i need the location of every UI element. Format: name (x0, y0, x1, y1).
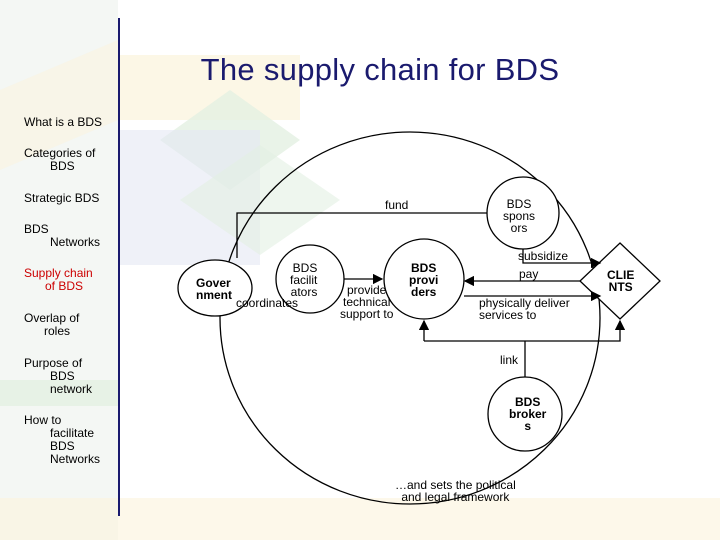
nav-label: BDS (50, 369, 75, 383)
nav-label: BDS (24, 222, 49, 236)
provide-technical-label: provide technical support to (340, 283, 394, 321)
nav-label: How to (24, 413, 62, 427)
bds-facilitators-label: BDS facilit ators (290, 261, 318, 299)
link-label: link (500, 353, 519, 367)
clients-label: CLIE NTS (607, 268, 635, 294)
nav-label: BDS (50, 159, 75, 173)
fund-line (236, 212, 487, 258)
bds-providers-label: BDS provi ders (409, 261, 439, 299)
nav-label: Purpose of (24, 356, 83, 370)
nav-item-what-is-bds[interactable]: What is a BDS (24, 116, 102, 129)
nav-label: Strategic BDS (24, 191, 100, 205)
nav-label: Networks (50, 235, 101, 249)
nav-label: Categories of (24, 146, 96, 160)
link-line (424, 319, 626, 342)
framework-label: …and sets the political and legal framew… (395, 478, 516, 504)
subsidize-line (522, 249, 602, 269)
page-title: The supply chain for BDS (200, 52, 560, 87)
fund-label: fund (385, 198, 409, 212)
framework-ellipse (219, 131, 601, 505)
nav-label: What is a BDS (24, 115, 103, 129)
nav-label: facilitate (50, 426, 95, 440)
nav-label: of BDS (44, 279, 83, 293)
physically-deliver-label: physically deliver services to (479, 296, 570, 322)
nav-label: Overlap of (24, 311, 80, 325)
nav-label: roles (43, 324, 70, 338)
pay-label: pay (519, 267, 539, 281)
nav-item-supply-chain[interactable]: Supply chain of BDS (24, 267, 104, 293)
government-node (177, 259, 253, 317)
nav-item-how-to-facilitate[interactable]: How to facilitate BDS Networks (24, 414, 100, 466)
nav-item-strategic-bds[interactable]: Strategic BDS (24, 192, 99, 205)
nav-item-categories[interactable]: Categories of BDS (24, 147, 108, 173)
nav-item-overlap-of-roles[interactable]: Overlap of roles (24, 312, 90, 338)
nav-item-purpose[interactable]: Purpose of BDS network (24, 357, 92, 396)
nav-item-bds-networks[interactable]: BDS Networks (24, 223, 100, 249)
nav-label: network (50, 382, 93, 396)
government-label: Gover nment (196, 276, 232, 302)
bds-sponsors-label: BDS spons ors (503, 197, 536, 235)
coordinates-label: coordinates (236, 296, 299, 310)
bds-brokers-label: BDS broker s (509, 395, 547, 433)
nav-label: BDS (50, 439, 75, 453)
nav-label: Supply chain (24, 266, 93, 280)
nav-label: Networks (50, 452, 101, 466)
subsidize-label: subsidize (518, 249, 569, 263)
vertical-divider (118, 18, 120, 516)
